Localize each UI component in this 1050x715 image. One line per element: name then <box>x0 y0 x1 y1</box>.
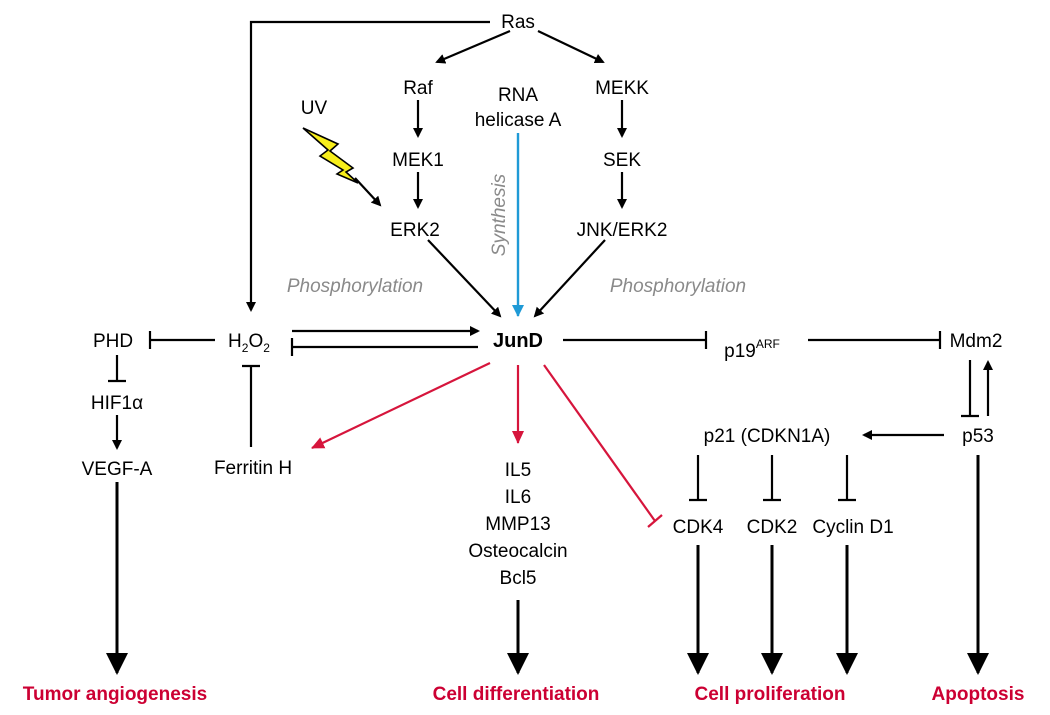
edge-ras-h2o2 <box>246 20 490 312</box>
node-hif1a: HIF1α <box>91 393 143 414</box>
node-jnk-erk2: JNK/ERK2 <box>577 220 668 241</box>
outcome-tumor-angiogenesis: Tumor angiogenesis <box>23 684 207 705</box>
node-phd: PHD <box>93 331 133 352</box>
edge-ras-mekk <box>537 30 605 64</box>
edge-ras-raf <box>435 29 511 64</box>
node-osteocalcin: Osteocalcin <box>468 541 567 562</box>
node-cyclin-d1: Cyclin D1 <box>812 517 893 538</box>
node-p21: p21 (CDKN1A) <box>704 426 831 447</box>
label-phosphorylation-left: Phosphorylation <box>287 276 423 297</box>
edge-junD-ferritin <box>311 362 491 449</box>
outcome-apoptosis: Apoptosis <box>932 684 1025 705</box>
node-rna-helicase-line1: RNA <box>498 85 538 106</box>
node-mdm2: Mdm2 <box>950 331 1003 352</box>
edge-uv-erk2 <box>354 177 382 207</box>
node-rna-helicase-line2: helicase A <box>475 110 562 131</box>
edge-jnk-junD <box>533 239 606 318</box>
label-synthesis: Synthesis <box>489 173 510 256</box>
node-il5: IL5 <box>505 460 531 481</box>
node-bcl5: Bcl5 <box>500 568 537 589</box>
node-h2o2: H2O2 <box>228 331 270 355</box>
node-uv: UV <box>301 98 328 119</box>
node-sek: SEK <box>603 150 641 171</box>
node-mekk: MEKK <box>595 78 649 99</box>
outcome-cell-differentiation: Cell differentiation <box>433 684 600 705</box>
node-erk2: ERK2 <box>390 220 440 241</box>
node-mmp13: MMP13 <box>485 514 550 535</box>
node-p19arf: p19ARF <box>724 337 780 362</box>
edge-erk2-junD <box>427 239 502 318</box>
outcome-cell-proliferation: Cell proliferation <box>695 684 846 705</box>
node-il6: IL6 <box>505 487 531 508</box>
node-junD: JunD <box>493 330 543 352</box>
edge-junD-inhibits-cdk4 <box>543 364 656 522</box>
bar-cdk4-red-inhibit <box>647 514 663 528</box>
node-vegfa: VEGF-A <box>82 459 153 480</box>
node-mek1: MEK1 <box>392 150 444 171</box>
node-p53: p53 <box>962 426 994 447</box>
node-ferritin-h: Ferritin H <box>214 458 292 479</box>
node-cdk4: CDK4 <box>673 517 724 538</box>
node-ras: Ras <box>501 12 535 33</box>
label-phosphorylation-right: Phosphorylation <box>610 276 746 297</box>
node-raf: Raf <box>403 78 433 99</box>
node-cdk2: CDK2 <box>747 517 798 538</box>
uv-lightning-icon <box>302 127 359 184</box>
